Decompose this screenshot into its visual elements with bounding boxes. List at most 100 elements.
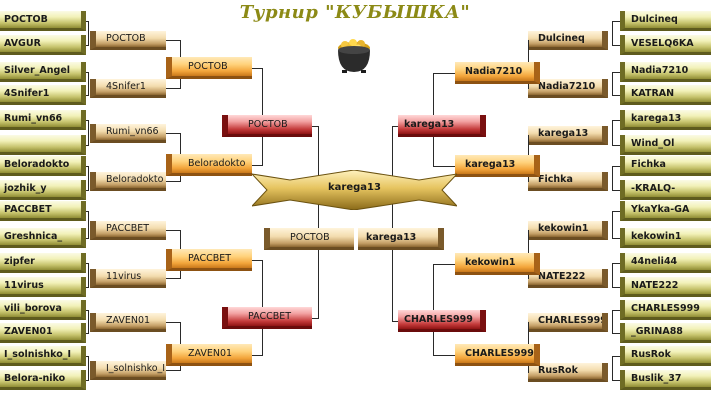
right-r1-slot: kekowin1 (620, 228, 711, 248)
left-r1-slot-label: РОСТОВ (4, 14, 48, 25)
left-r3-connector (252, 165, 262, 166)
left-r2-slot: Rumi_vn66 (90, 123, 166, 143)
right-r2-slot: kekowin1 (528, 220, 608, 240)
left-r1-slot: ZAVEN01 (0, 323, 86, 343)
right-r1-slot-label: Buslik_37 (631, 373, 682, 384)
right-r4-slot: karega13 (398, 115, 486, 137)
left-r1-connector (86, 95, 88, 96)
champion-name: karega13 (328, 182, 381, 193)
left-r2-slot-label: PACCBET (106, 223, 150, 234)
left-r4-slot-label: РОСТОВ (248, 119, 288, 130)
right-r2-slot: Fichka (528, 171, 608, 191)
left-r2-slot-label: I_solnishko_I (106, 363, 166, 374)
right-r1-slot: 44neli44 (620, 253, 711, 273)
gold-pot-icon (338, 39, 370, 73)
left-r3-slot-label: РОСТОВ (188, 61, 228, 72)
left-r2-slot: PACCBET (90, 220, 166, 240)
right-r2-slot-label: RusRok (538, 365, 578, 376)
left-r1-connector (86, 310, 88, 311)
left-r1-connector (86, 356, 88, 357)
right-r1-slot: NATE222 (620, 277, 711, 297)
right-r1-slot-label: Dulcineq (631, 14, 678, 25)
right-r1-connector (612, 263, 613, 288)
left-r1-connector (88, 72, 89, 96)
left-finalist: РОСТОВ (264, 228, 354, 250)
right-r3-slot: Nadia7210 (455, 62, 540, 84)
right-r2-slot-label: Dulcineq (538, 33, 585, 44)
right-r1-slot-label: Fichka (631, 159, 666, 170)
left-r1-connector (86, 287, 88, 288)
left-r1-connector (86, 120, 88, 121)
left-r1-connector (86, 166, 88, 167)
left-r1-connector (86, 21, 88, 22)
right-r1-connector (612, 21, 620, 22)
left-r1-slot: PACCBET (0, 201, 86, 221)
right-r3-connector (433, 264, 455, 265)
left-r2-slot: 11virus (90, 268, 166, 288)
right-r2-slot-label: karega13 (538, 128, 589, 139)
right-r1-connector (612, 45, 620, 46)
left-r1-connector (88, 310, 89, 334)
right-r2-slot: RusRok (528, 362, 608, 382)
left-r1-slot-label: Silver_Angel (4, 65, 71, 76)
right-r1-slot: -KRALQ- (620, 180, 711, 200)
left-r1-slot-label: AVGUR (4, 38, 41, 49)
left-r1-connector (88, 356, 89, 381)
right-r1-connector (612, 95, 620, 96)
right-r4-slot-label: CHARLES999 (404, 314, 473, 325)
left-r2-connector (166, 181, 180, 182)
left-r1-connector (86, 72, 88, 73)
right-r1-slot-label: kekowin1 (631, 231, 682, 242)
left-r1-slot-label: zipfer (4, 256, 35, 267)
left-r4-connector (312, 126, 318, 127)
right-r1-slot: _GRINA88 (620, 323, 711, 343)
left-r1-slot: РОСТОВ (0, 11, 86, 31)
right-r3-connector (433, 73, 455, 74)
right-r4-slot: CHARLES999 (398, 310, 486, 332)
right-r1-slot-label: _GRINA88 (631, 326, 683, 337)
left-r1-slot-label: Beloradokto (4, 159, 70, 170)
left-r1-slot: Rumi_vn66 (0, 110, 86, 130)
right-r1-connector (612, 211, 620, 212)
right-r1-connector (612, 238, 620, 239)
left-r3-slot: ZAVEN01 (166, 344, 252, 366)
left-r2-connector (166, 370, 180, 371)
left-r3-slot-label: PACCBET (188, 253, 232, 264)
left-r3-slot-label: ZAVEN01 (188, 348, 233, 359)
champion-banner (252, 170, 457, 210)
right-r1-connector (612, 166, 613, 191)
left-r1-slot-label: ZAVEN01 (4, 326, 53, 337)
left-r3-slot: Beloradokto (166, 154, 252, 176)
right-r3-slot: kekowin1 (455, 253, 540, 275)
left-r1-slot-label: jozhik_y (4, 183, 47, 194)
left-r1-slot: Greshnica_ (0, 228, 86, 248)
right-r3-connector (433, 166, 455, 167)
left-r1-connector (86, 211, 88, 212)
left-r2-slot-label: РОСТОВ (106, 33, 146, 44)
left-r2-connector (166, 230, 180, 231)
left-r1-slot (0, 135, 86, 155)
right-r2-slot: CHARLES999 (528, 312, 608, 332)
left-r1-connector (86, 45, 88, 46)
left-r2-slot: РОСТОВ (90, 30, 166, 50)
left-r1-slot-label: 11virus (4, 280, 44, 291)
left-r3-slot: РОСТОВ (166, 57, 252, 79)
right-r2-slot-label: Nadia7210 (538, 81, 596, 92)
left-r2-slot: ZAVEN01 (90, 312, 166, 332)
left-r2-slot-label: ZAVEN01 (106, 315, 151, 326)
left-r1-connector (86, 380, 88, 381)
left-r1-slot: Silver_Angel (0, 62, 86, 82)
right-r1-connector (612, 333, 620, 334)
right-r4-connector (392, 126, 393, 322)
left-r2-slot-label: Beloradokto (106, 174, 164, 185)
right-r1-connector (612, 263, 620, 264)
left-r2-connector (166, 133, 180, 134)
left-r4-connector (318, 126, 319, 319)
right-finalist-label: karega13 (366, 232, 417, 243)
left-r1-slot: jozhik_y (0, 180, 86, 200)
right-r1-slot-label: Wind_Ol (631, 138, 675, 149)
right-r2-slot: Nadia7210 (528, 78, 608, 98)
right-r4-slot-label: karega13 (404, 119, 455, 130)
left-r1-connector (88, 263, 89, 288)
